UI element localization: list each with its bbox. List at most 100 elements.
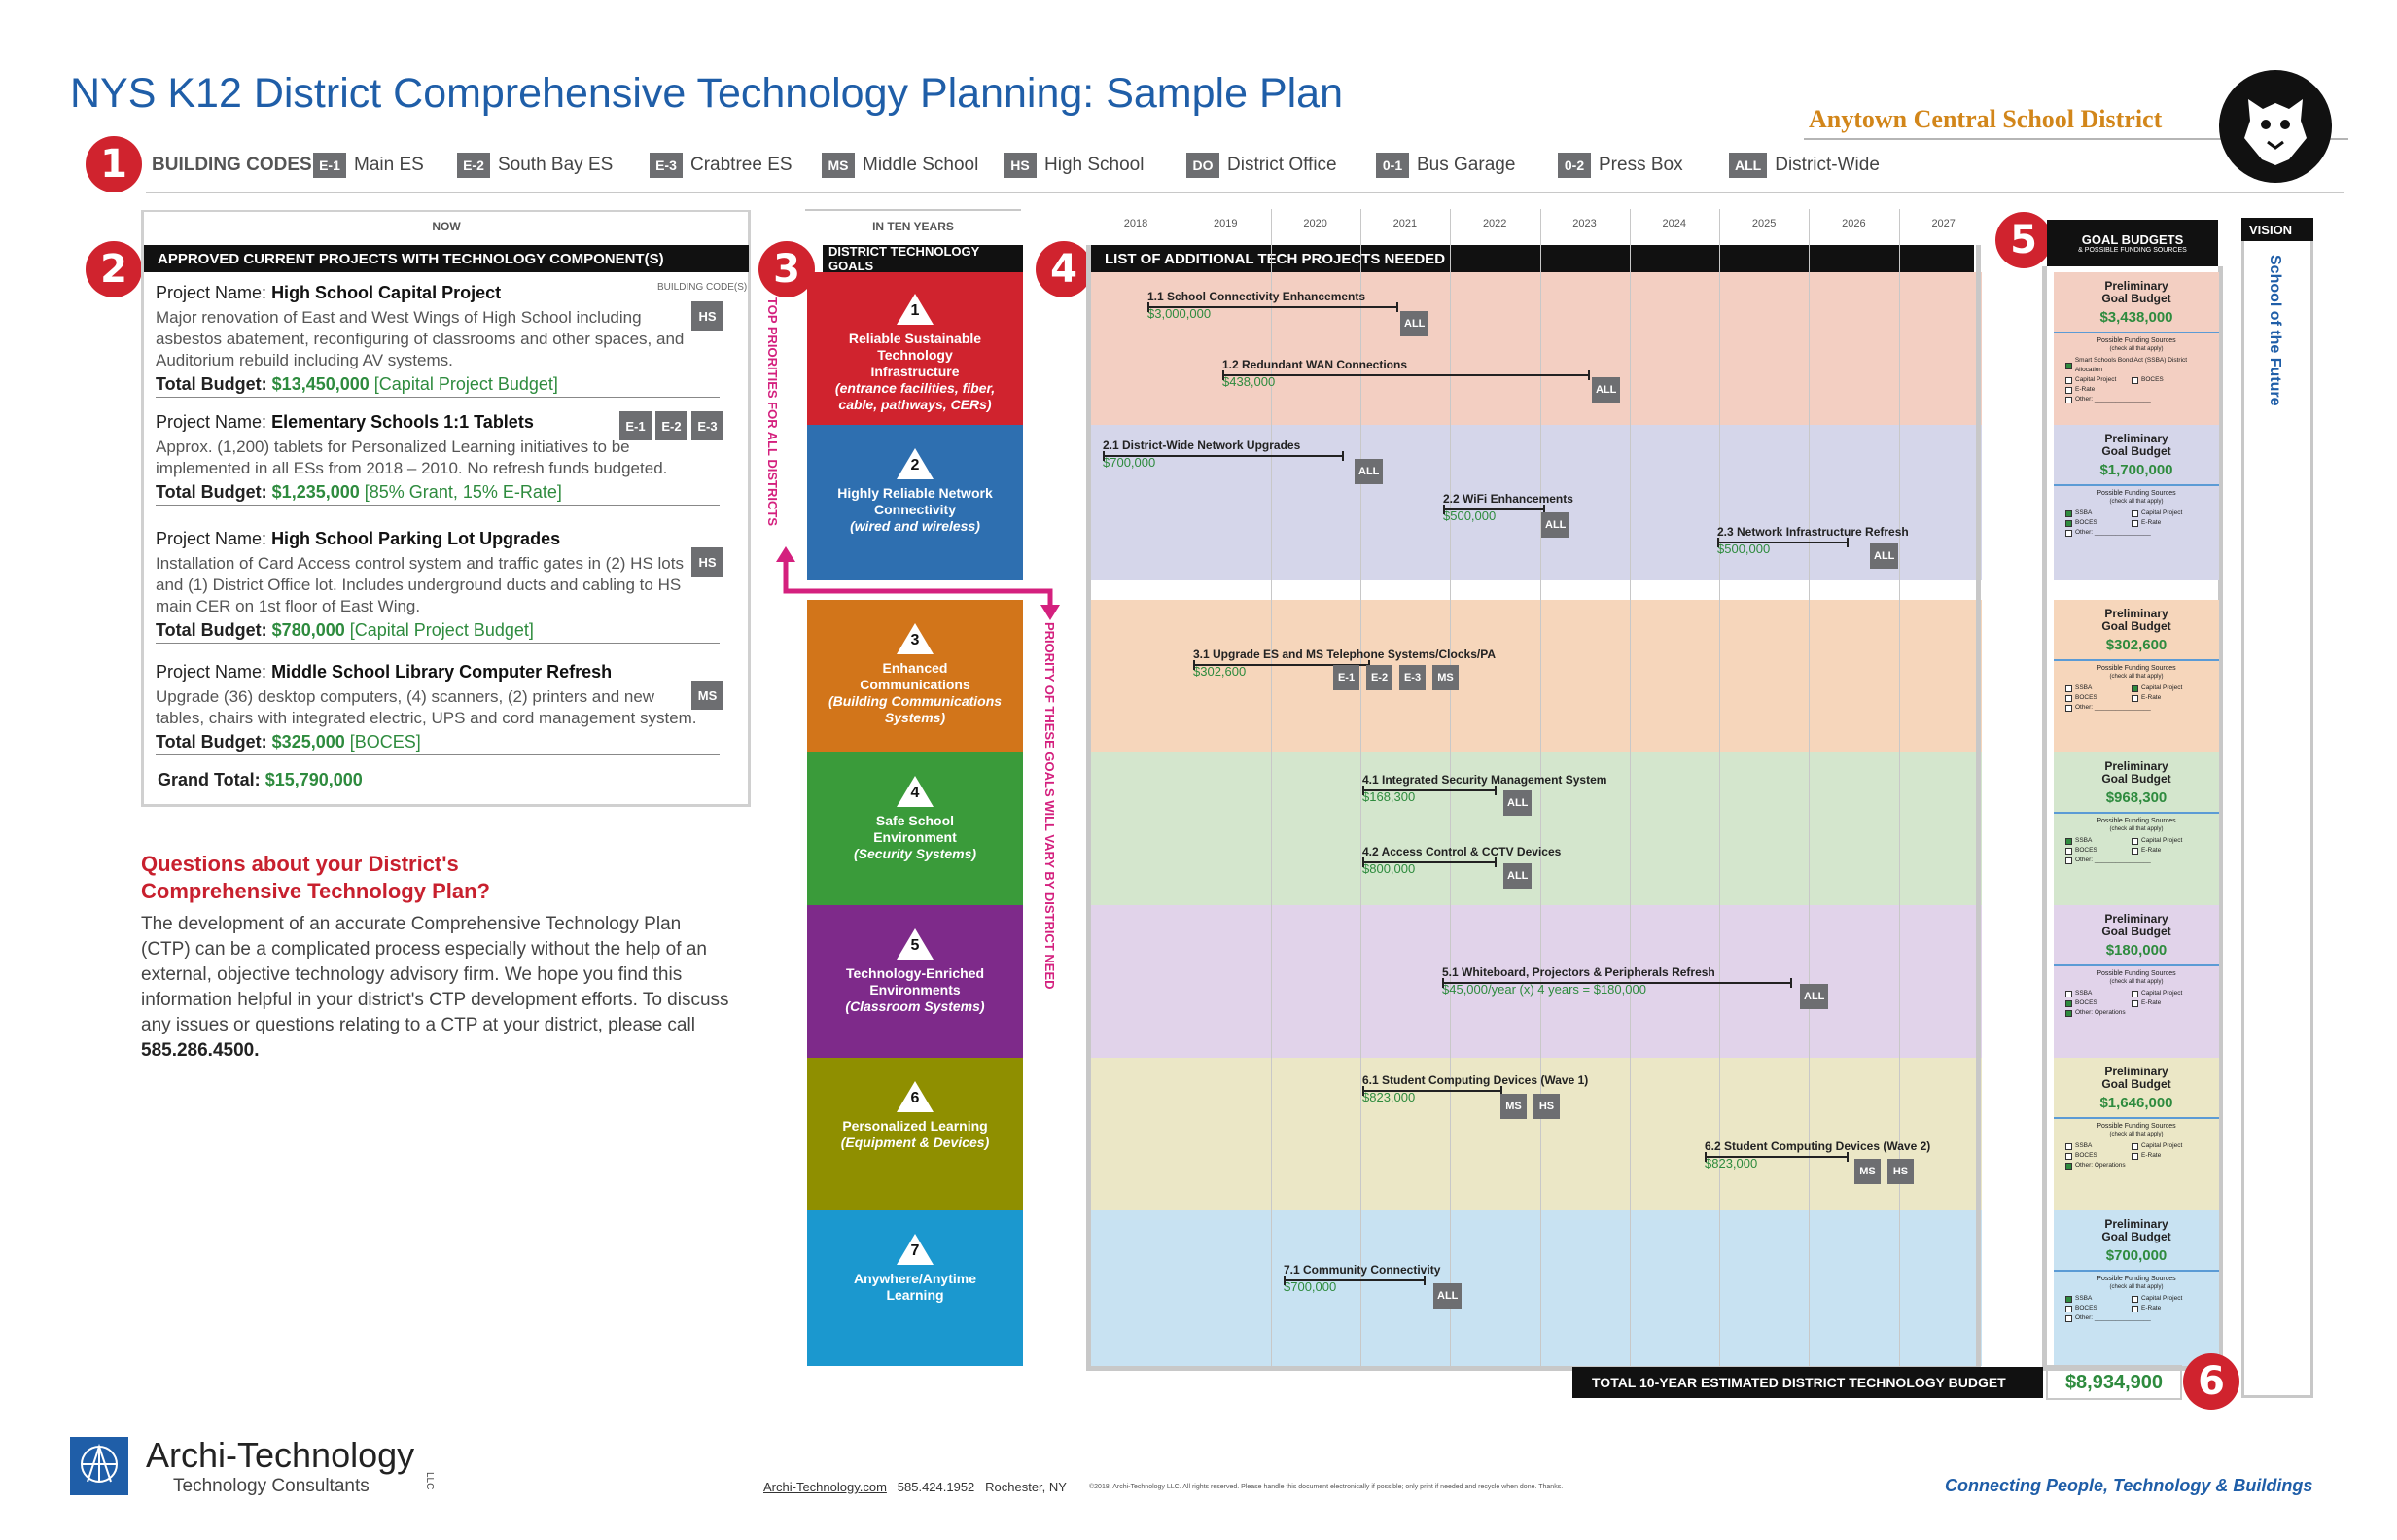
timeline-project-tag: E-1 — [1333, 665, 1359, 690]
funding-source-option[interactable]: Other: ________________ — [2065, 856, 2211, 865]
funding-checkbox[interactable] — [2065, 362, 2072, 369]
project-code-tag: HS — [691, 301, 723, 331]
funding-checkbox[interactable] — [2132, 509, 2138, 517]
funding-sources-title: Possible Funding Sources — [2097, 337, 2176, 344]
funding-checkbox[interactable] — [2065, 376, 2072, 384]
funding-checkbox[interactable] — [2065, 684, 2072, 692]
funding-source-option[interactable]: Capital Project — [2132, 683, 2198, 693]
funding-source-option[interactable]: SSBA — [2065, 683, 2132, 693]
budgets-column — [2042, 266, 2223, 1371]
funding-source-option[interactable]: E-Rate — [2132, 518, 2198, 528]
timeline-project-label: 6.2 Student Computing Devices (Wave 2) — [1705, 1139, 1931, 1153]
goal-subtitle: (Equipment & Devices) — [840, 1135, 990, 1150]
funding-checkbox[interactable] — [2065, 509, 2072, 517]
funding-checkbox[interactable] — [2065, 386, 2072, 394]
funding-checkbox[interactable] — [2132, 847, 2138, 855]
funding-checkbox[interactable] — [2065, 396, 2072, 403]
funding-checkbox[interactable] — [2132, 684, 2138, 692]
project-name-value: High School Capital Project — [271, 283, 502, 302]
preliminary-label: Preliminary Goal Budget — [2101, 432, 2171, 458]
funding-checkbox[interactable] — [2065, 1142, 2072, 1150]
funding-source-option[interactable]: SSBA — [2065, 1141, 2132, 1151]
goal-number-icon: 2 — [897, 448, 934, 479]
funding-source-option[interactable]: E-Rate — [2132, 693, 2198, 703]
funding-source-option[interactable]: Other: ________________ — [2065, 703, 2211, 713]
funding-checkbox[interactable] — [2132, 990, 2138, 998]
funding-source-option[interactable]: SSBA — [2065, 508, 2132, 518]
funding-checkbox[interactable] — [2065, 694, 2072, 702]
funding-checkbox[interactable] — [2065, 857, 2072, 864]
total-bar: TOTAL 10-YEAR ESTIMATED DISTRICT TECHNOL… — [1572, 1367, 2043, 1398]
building-code-name: Crabtree ES — [690, 155, 793, 175]
funding-checkbox[interactable] — [2065, 1305, 2072, 1312]
funding-source-option[interactable]: BOCES — [2065, 998, 2132, 1008]
funding-source-label: SSBA — [2075, 990, 2093, 997]
funding-source-option[interactable]: Capital Project — [2132, 989, 2198, 998]
funding-checkbox[interactable] — [2132, 1305, 2138, 1312]
funding-source-option[interactable]: Other: ________________ — [2065, 528, 2211, 538]
funding-source-label: BOCES — [2075, 847, 2097, 854]
funding-checkbox[interactable] — [2065, 519, 2072, 527]
funding-checkbox[interactable] — [2132, 376, 2138, 384]
funding-checkbox[interactable] — [2065, 847, 2072, 855]
funding-source-option[interactable]: BOCES — [2065, 693, 2132, 703]
funding-source-option[interactable]: Other: Operations — [2065, 1008, 2211, 1018]
funding-source-option[interactable]: Other: ________________ — [2065, 1313, 2211, 1323]
funding-checkbox[interactable] — [2065, 704, 2072, 712]
funding-source-option[interactable]: Smart Schools Bond Act (SSBA) District A… — [2065, 356, 2211, 375]
funding-checkbox[interactable] — [2065, 1295, 2072, 1303]
funding-source-option[interactable]: Capital Project — [2065, 375, 2132, 385]
band-goal-3 — [1091, 600, 1982, 752]
funding-source-option[interactable]: SSBA — [2065, 836, 2132, 846]
header-rule — [1804, 138, 2348, 140]
funding-checkbox[interactable] — [2065, 1152, 2072, 1160]
funding-source-option[interactable]: E-Rate — [2132, 846, 2198, 856]
funding-source-option[interactable]: Capital Project — [2132, 1294, 2198, 1304]
total-value: $8,934,900 — [2046, 1365, 2182, 1400]
funding-checkbox[interactable] — [2132, 694, 2138, 702]
funding-source-option[interactable]: BOCES — [2065, 518, 2132, 528]
funding-checkbox[interactable] — [2065, 1162, 2072, 1170]
funding-source-option[interactable]: SSBA — [2065, 989, 2132, 998]
goal-budget-amount: $180,000 — [2054, 942, 2219, 966]
funding-source-option[interactable]: E-Rate — [2132, 1304, 2198, 1313]
funding-checkbox[interactable] — [2065, 999, 2072, 1007]
questions-phone: 585.286.4500. — [141, 1040, 260, 1061]
goal-number: 5 — [910, 937, 920, 954]
funding-source-option[interactable]: E-Rate — [2132, 998, 2198, 1008]
funding-source-option[interactable]: SSBA — [2065, 1294, 2132, 1304]
funding-source-option[interactable]: BOCES — [2132, 375, 2198, 385]
funding-source-option[interactable]: E-Rate — [2065, 385, 2132, 395]
building-code-badge: DO — [1186, 153, 1219, 178]
funding-checkbox[interactable] — [2065, 529, 2072, 537]
footer-site-link[interactable]: Archi-Technology.com — [763, 1480, 887, 1494]
funding-source-option[interactable]: BOCES — [2065, 1304, 2132, 1313]
building-code-badge: 0-1 — [1376, 153, 1409, 178]
project-code-tag: E-2 — [655, 411, 687, 440]
band-goal-1 — [1091, 272, 1982, 425]
funding-source-option[interactable]: Capital Project — [2132, 508, 2198, 518]
funding-source-option[interactable]: BOCES — [2065, 1151, 2132, 1161]
funding-checkbox[interactable] — [2132, 1142, 2138, 1150]
funding-checkbox[interactable] — [2132, 999, 2138, 1007]
funding-source-option[interactable]: E-Rate — [2132, 1151, 2198, 1161]
funding-checkbox[interactable] — [2132, 837, 2138, 845]
funding-checkbox[interactable] — [2065, 837, 2072, 845]
year-label: 2026 — [1842, 218, 1866, 229]
funding-source-option[interactable]: BOCES — [2065, 846, 2132, 856]
project-name-value: High School Parking Lot Upgrades — [271, 529, 561, 548]
timeline-project-tag: ALL — [1592, 377, 1621, 402]
funding-checkbox[interactable] — [2132, 1152, 2138, 1160]
funding-checkbox[interactable] — [2065, 1009, 2072, 1017]
timeline-frame — [1086, 245, 1981, 1371]
funding-source-option[interactable]: Capital Project — [2132, 1141, 2198, 1151]
funding-checkbox[interactable] — [2132, 1295, 2138, 1303]
funding-checkbox[interactable] — [2132, 519, 2138, 527]
section-number-4: 4 — [1036, 241, 1092, 298]
funding-source-option[interactable]: Other: ________________ — [2065, 395, 2211, 404]
funding-source-option[interactable]: Capital Project — [2132, 836, 2198, 846]
funding-checkbox[interactable] — [2065, 1314, 2072, 1322]
funding-source-option[interactable]: Other: Operations — [2065, 1161, 2211, 1171]
funding-checkbox[interactable] — [2065, 990, 2072, 998]
